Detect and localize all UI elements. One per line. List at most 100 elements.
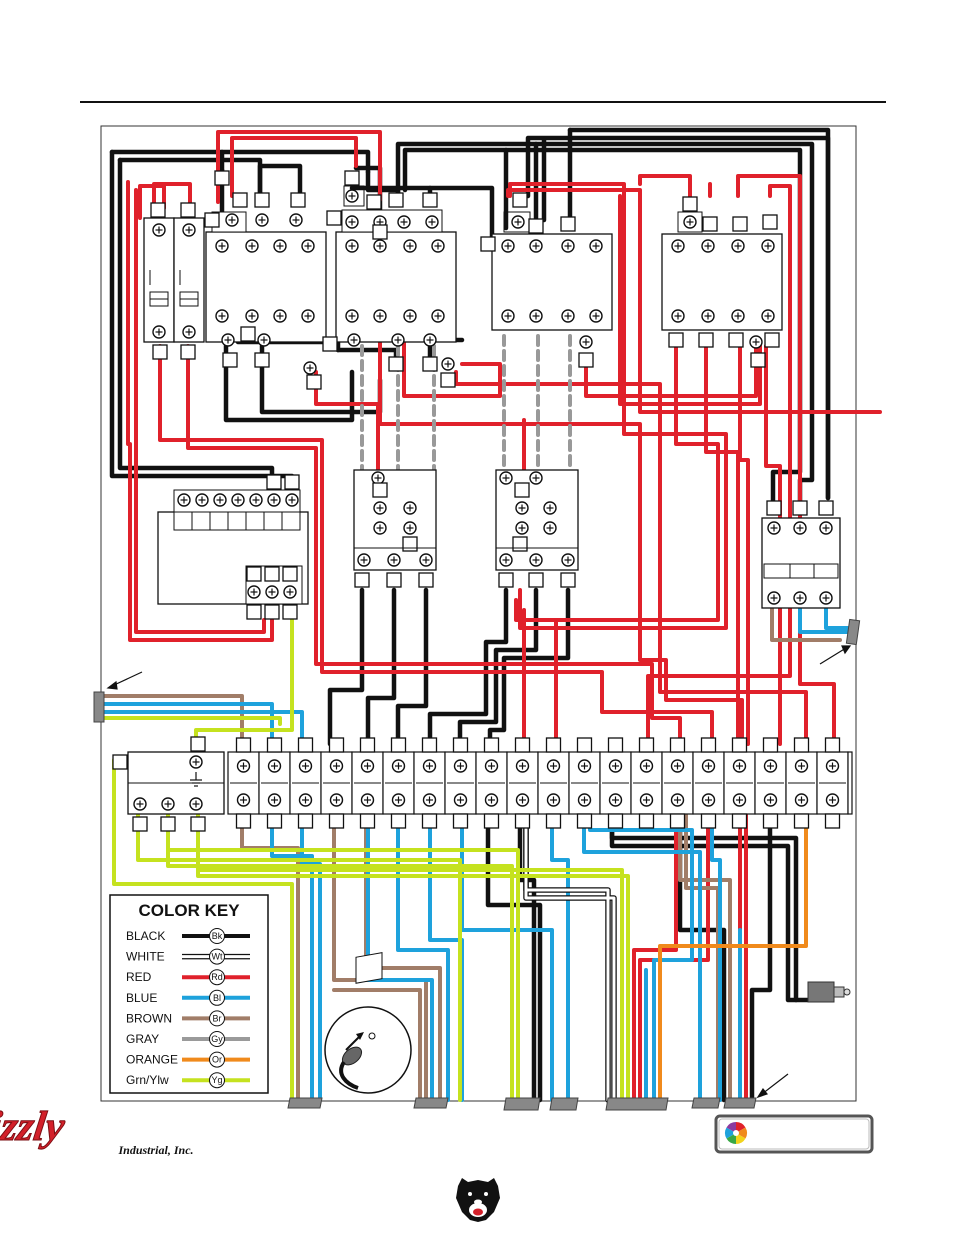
terminal-tab [547,814,561,828]
terminal-block [476,738,507,828]
grizzly-bear-icon [456,1178,500,1222]
terminal-screw [424,760,436,772]
terminal-tab [671,738,685,752]
terminal-tab [330,738,344,752]
terminal-block [352,738,383,828]
terminal-screw [610,760,622,772]
terminal-tab [485,814,499,828]
terminal-screw [641,760,653,772]
terminal-end-cap [848,752,852,814]
color-key-label: BROWN [126,1011,172,1025]
terminal-screw [641,794,653,806]
terminal-tab [361,738,375,752]
terminal-block [414,738,445,828]
color-key-label: BLACK [126,929,165,943]
terminal-block [631,738,662,828]
circuit-breaker-pair [144,203,204,359]
terminal-tab [392,814,406,828]
terminal-tab [299,814,313,828]
terminal-block [755,738,786,828]
color-key-abbr: Wt [212,952,223,962]
terminal-screw [672,794,684,806]
terminal-tab [423,738,437,752]
logo-brand: Grizzly [0,1103,68,1150]
terminal-block [693,738,724,828]
terminal-screw [703,794,715,806]
terminal-screw [393,794,405,806]
color-key-label: WHITE [126,950,165,964]
color-key-abbr: Rd [211,972,223,982]
terminal-screw [269,794,281,806]
terminal-tab [547,738,561,752]
terminal-strip [228,738,852,828]
terminal-screw [517,794,529,806]
color-key-abbr: Br [213,1013,222,1023]
terminal-tab [764,814,778,828]
terminal-tab [299,738,313,752]
terminal-tab [609,814,623,828]
terminal-screw [300,794,312,806]
color-key-title: COLOR KEY [138,901,240,920]
terminal-screw [796,794,808,806]
color-key-label: BLUE [126,991,157,1005]
color-key-label: ORANGE [126,1053,178,1067]
terminal-screw [579,794,591,806]
terminal-tab [578,814,592,828]
terminal-block [538,738,569,828]
terminal-screw [486,760,498,772]
color-key-label: RED [126,970,152,984]
terminal-screw [579,760,591,772]
terminal-tab [702,738,716,752]
terminal-tab [485,738,499,752]
terminal-tab [764,738,778,752]
terminal-screw [827,760,839,772]
terminal-block [445,738,476,828]
color-key-abbr: Yg [211,1075,222,1085]
logo-subtitle: Industrial, Inc. [117,1143,193,1157]
terminal-block [259,738,290,828]
terminal-block [786,738,817,828]
terminal-tab [392,738,406,752]
color-wheel-icon [725,1122,747,1144]
overload-relay-1 [354,470,436,587]
terminal-tab [733,738,747,752]
color-key-abbr: Bl [213,993,221,1003]
terminal-tab [826,814,840,828]
terminal-tab [795,814,809,828]
terminal-screw [300,760,312,772]
terminal-tab [454,814,468,828]
terminal-block [662,738,693,828]
terminal-tab [361,814,375,828]
terminal-tab [640,738,654,752]
terminal-screw [393,760,405,772]
terminal-tab [330,814,344,828]
color-key-label: Grn/Ylw [126,1073,169,1087]
terminal-tab [268,738,282,752]
terminal-screw [362,794,374,806]
terminal-screw [269,760,281,772]
terminal-block [507,738,538,828]
terminal-tab [578,738,592,752]
terminal-screw [703,760,715,772]
color-key-abbr: Bk [212,931,223,941]
terminal-tab [516,814,530,828]
terminal-tab [733,814,747,828]
terminal-screw [517,760,529,772]
terminal-screw [331,794,343,806]
terminal-screw [765,794,777,806]
terminal-screw [331,760,343,772]
terminal-screw [486,794,498,806]
terminal-screw [238,794,250,806]
terminal-tab [516,738,530,752]
control-board [158,475,308,619]
terminal-screw [610,794,622,806]
terminal-screw [424,794,436,806]
terminal-screw [796,760,808,772]
terminal-tab [237,814,251,828]
terminal-block [321,738,352,828]
terminal-tab [671,814,685,828]
terminal-screw [362,760,374,772]
grizzly-logo: Grizzly Industrial, Inc. [0,1103,194,1157]
terminal-block [817,738,848,828]
